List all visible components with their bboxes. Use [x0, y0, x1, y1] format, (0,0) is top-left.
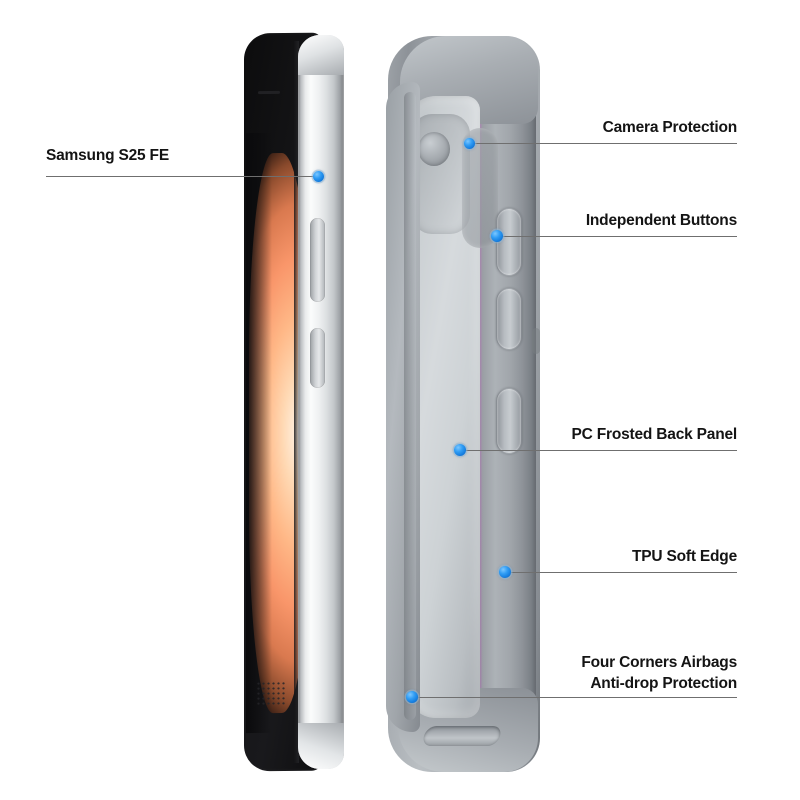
phone-rail-top-cap	[298, 35, 344, 75]
phone-case-illustration	[378, 36, 548, 772]
callout-four-corners-airbags-line	[418, 697, 737, 698]
callout-phone-label-text: Samsung S25 FE	[46, 147, 169, 164]
case-front-lip-inner-edge	[404, 92, 416, 720]
callout-independent-buttons-dot	[491, 230, 503, 242]
callout-pc-frosted-back-panel-line	[465, 450, 737, 451]
case-volume-down-button-cover	[496, 288, 522, 350]
callout-four-corners-airbags-line1: Four Corners Airbags	[581, 654, 737, 671]
callout-tpu-soft-edge-line	[511, 572, 737, 573]
callout-pc-frosted-back-panel-dot	[454, 444, 466, 456]
callout-phone-label-dot	[313, 171, 324, 182]
phone-power-button	[310, 328, 325, 388]
phone-speaker-grille	[256, 680, 286, 708]
phone-earpiece	[258, 90, 280, 95]
case-bottom-port-opening	[421, 726, 503, 746]
callout-independent-buttons-line	[502, 236, 737, 237]
callout-tpu-soft-edge-dot	[499, 566, 511, 578]
case-camera-cutout	[418, 132, 450, 166]
callout-pc-frosted-back-panel-text: PC Frosted Back Panel	[571, 426, 738, 443]
callout-camera-protection-line	[470, 143, 737, 144]
callout-camera-protection-text: Camera Protection	[602, 119, 738, 136]
phone-rail-bottom-cap	[298, 723, 344, 769]
callout-four-corners-airbags-line2: Anti-drop Protection	[590, 675, 737, 692]
callout-tpu-soft-edge-text: TPU Soft Edge	[631, 548, 737, 565]
phone-volume-button	[310, 218, 325, 302]
callout-independent-buttons-text: Independent Buttons	[585, 212, 737, 229]
case-power-button-cover	[496, 388, 522, 454]
phone-illustration	[232, 32, 362, 772]
case-side-port-notch	[532, 328, 540, 354]
callout-four-corners-airbags-dot	[406, 691, 418, 703]
callout-camera-protection-dot	[464, 138, 475, 149]
phone-metal-side-rail	[298, 35, 344, 769]
phone-screen-shadow	[246, 132, 272, 734]
callout-phone-label-line	[46, 176, 318, 177]
case-volume-up-button-cover	[496, 208, 522, 276]
